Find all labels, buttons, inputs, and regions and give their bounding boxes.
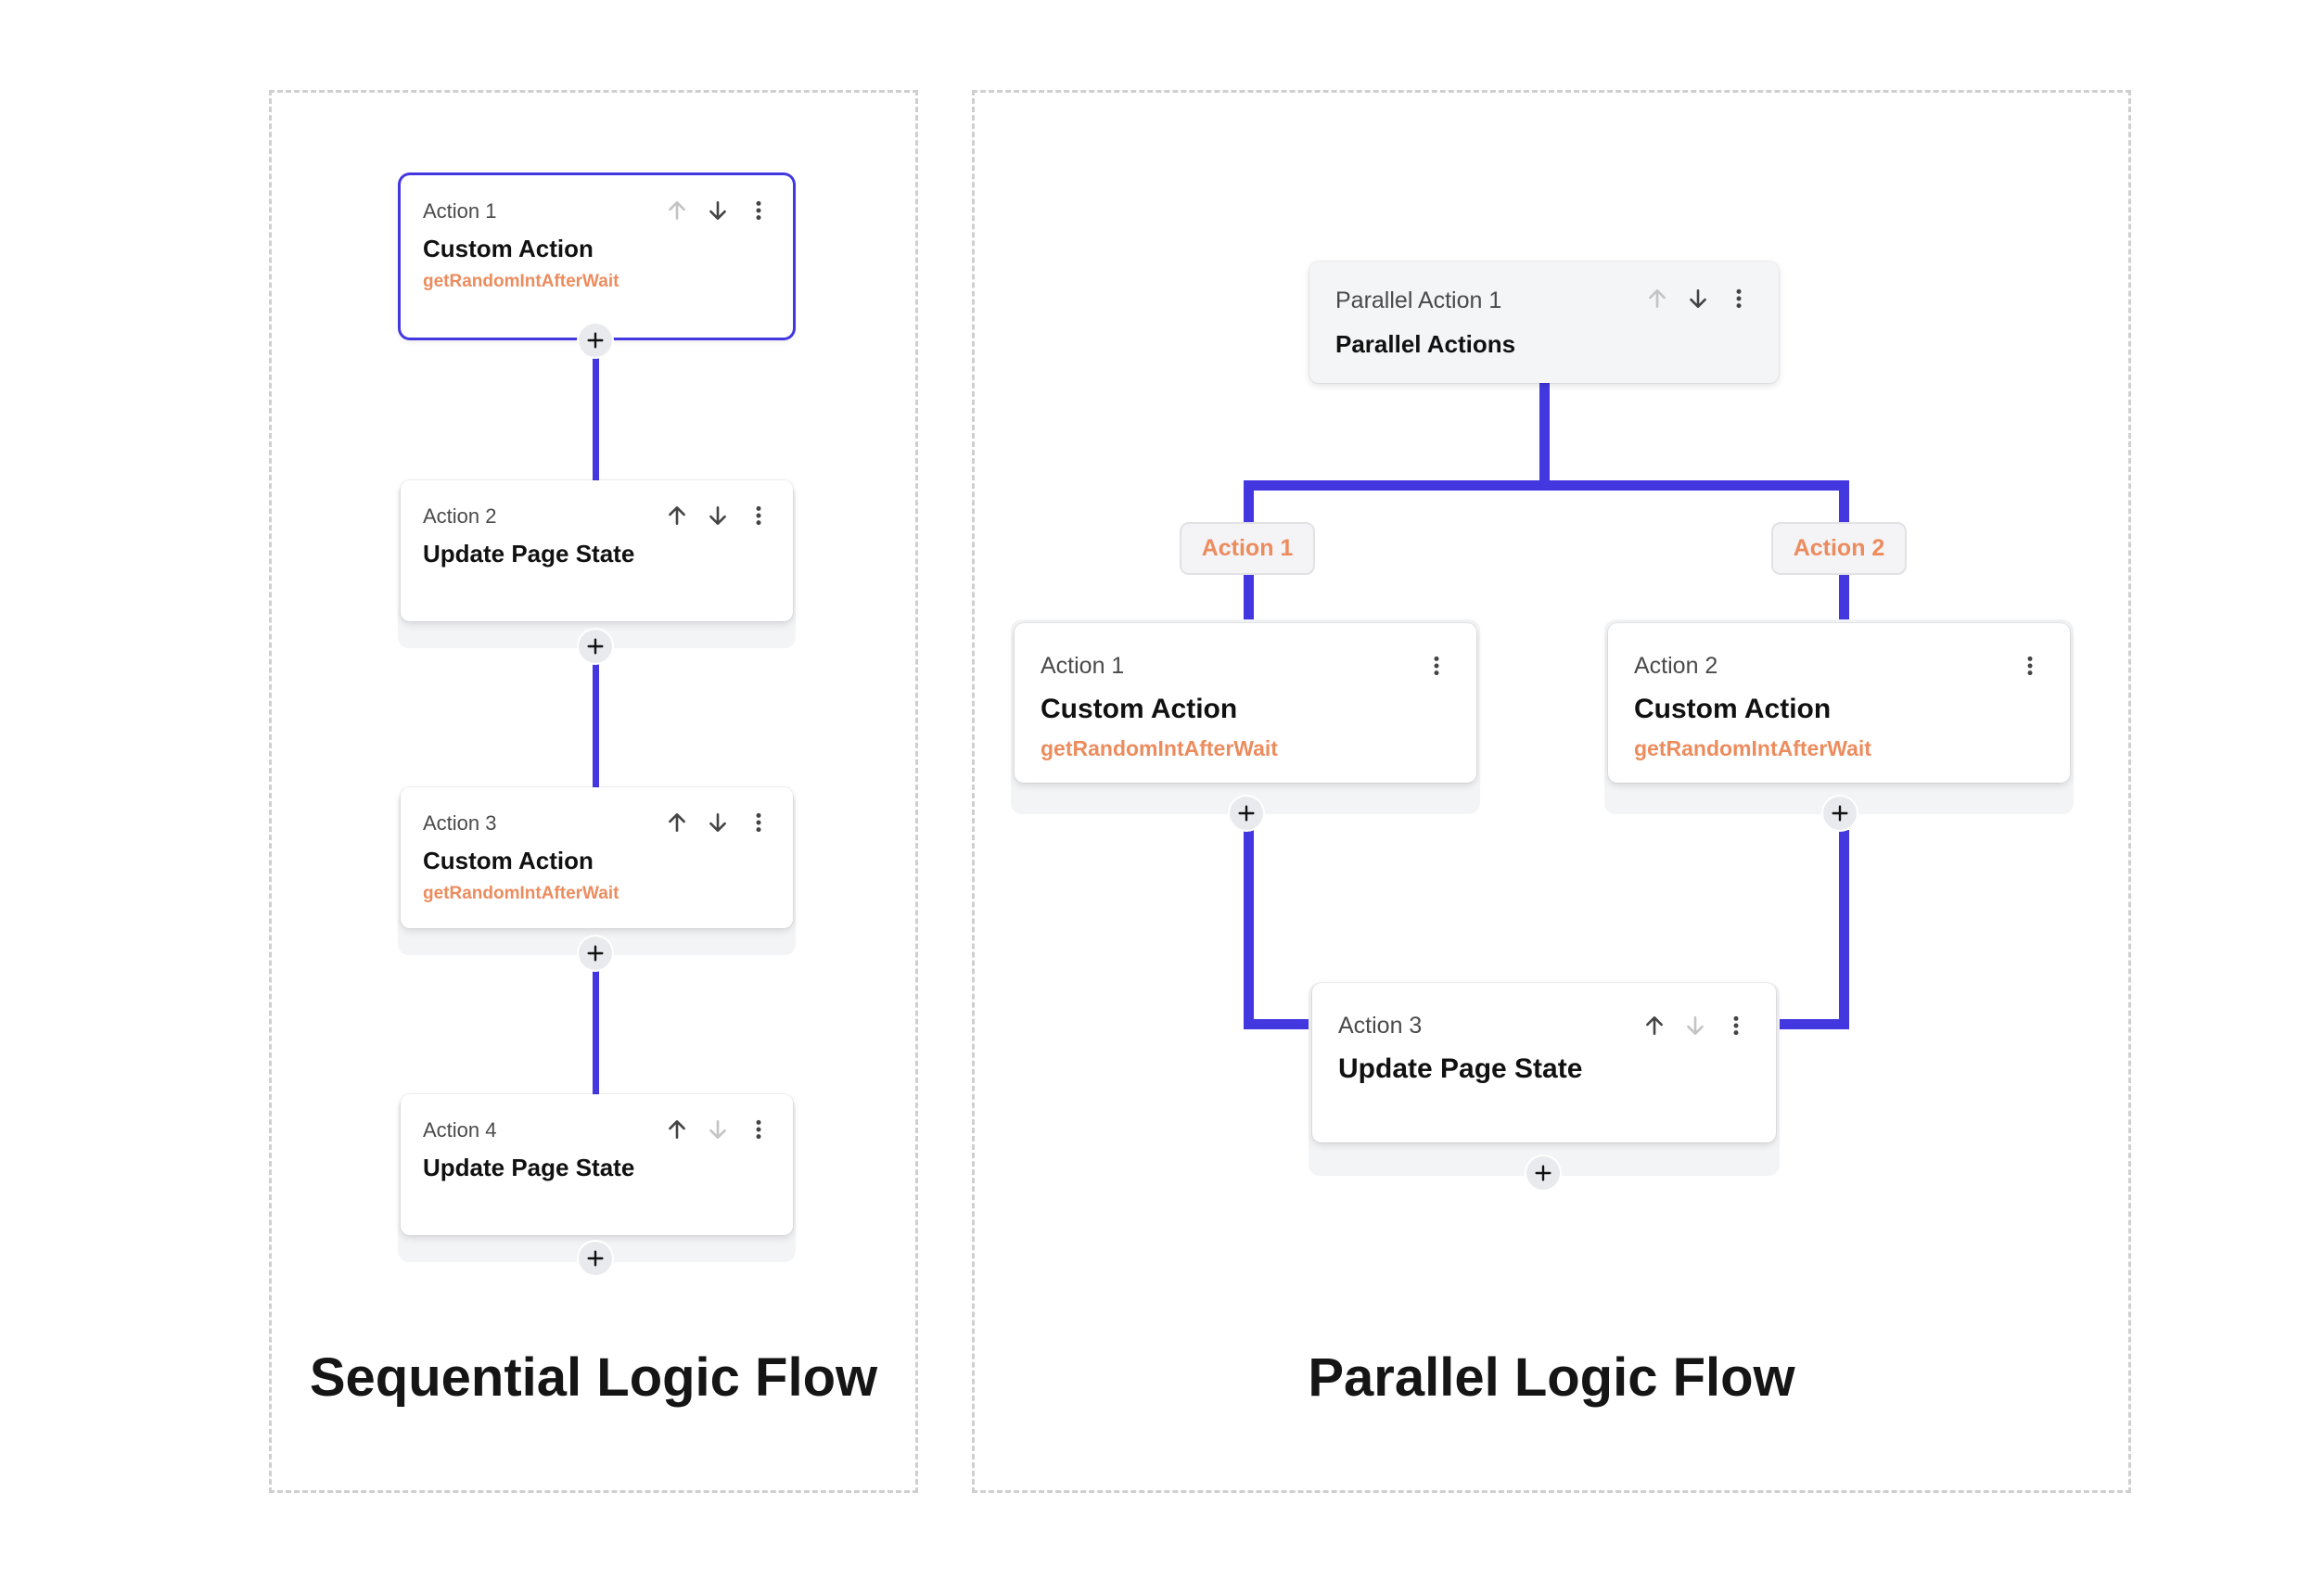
plus-icon — [585, 1248, 606, 1269]
arrow-down-icon[interactable] — [706, 503, 730, 529]
plus-icon — [1830, 803, 1850, 823]
arrow-up-icon[interactable] — [665, 1116, 689, 1142]
action-controls — [665, 198, 771, 223]
par-connector-left-down — [1244, 830, 1254, 1029]
add-action-button[interactable] — [1823, 797, 1857, 830]
par-connector-root — [1539, 383, 1550, 490]
arrow-down-icon[interactable] — [1683, 1013, 1707, 1039]
plus-icon — [1533, 1163, 1553, 1183]
join-action-card[interactable]: Action 3 Update Page State — [1312, 983, 1776, 1142]
more-vertical-icon[interactable] — [1724, 1013, 1748, 1039]
action-label: Action 3 — [423, 811, 497, 835]
action-controls — [665, 810, 771, 836]
branch-action-card-2[interactable]: Action 2 Custom Action getRandomIntAfter… — [1608, 623, 2070, 783]
arrow-down-icon[interactable] — [706, 810, 730, 836]
action-controls — [1424, 653, 1449, 679]
branch-tag-2[interactable]: Action 2 — [1771, 522, 1907, 575]
par-connector-split — [1244, 480, 1849, 491]
seq-action-card-1[interactable]: Action 1 Custom Action getRandomIntAfter… — [401, 175, 793, 338]
arrow-up-icon[interactable] — [665, 503, 689, 529]
seq-connector-1 — [593, 357, 599, 480]
add-action-button[interactable] — [1230, 797, 1263, 830]
action-label: Action 3 — [1338, 1013, 1423, 1039]
action-controls — [665, 1116, 771, 1142]
action-controls — [1645, 286, 1751, 312]
branch-action-card-1[interactable]: Action 1 Custom Action getRandomIntAfter… — [1015, 623, 1476, 783]
arrow-up-icon[interactable] — [665, 810, 689, 836]
plus-icon — [585, 943, 606, 963]
more-vertical-icon[interactable] — [2018, 653, 2042, 679]
action-title: Update Page State — [423, 540, 635, 568]
seq-action-card-4[interactable]: Action 4 Update Page State — [401, 1094, 793, 1235]
add-action-button[interactable] — [1526, 1156, 1560, 1190]
action-controls — [2018, 653, 2042, 679]
action-label: Action 2 — [423, 504, 497, 528]
action-title: Custom Action — [1041, 694, 1238, 724]
par-connector-left-in — [1244, 1019, 1316, 1029]
plus-icon — [1236, 803, 1257, 823]
more-vertical-icon[interactable] — [747, 1116, 771, 1142]
more-vertical-icon[interactable] — [1727, 286, 1751, 312]
action-title: Update Page State — [423, 1154, 635, 1181]
more-vertical-icon[interactable] — [747, 198, 771, 223]
sequential-caption: Sequential Logic Flow — [309, 1347, 878, 1408]
arrow-up-icon[interactable] — [665, 198, 689, 223]
action-controls — [665, 503, 771, 529]
branch-tag-1[interactable]: Action 1 — [1180, 522, 1315, 575]
seq-action-card-2[interactable]: Action 2 Update Page State — [401, 480, 793, 621]
action-label: Action 1 — [1041, 653, 1125, 679]
action-label: Parallel Action 1 — [1335, 287, 1502, 313]
add-action-button[interactable] — [579, 630, 612, 663]
parallel-panel — [972, 90, 2131, 1493]
add-action-button[interactable] — [579, 937, 612, 970]
arrow-down-icon[interactable] — [706, 1116, 730, 1142]
action-subtitle: getRandomIntAfterWait — [1634, 736, 1871, 760]
action-label: Action 2 — [1634, 653, 1718, 679]
action-label: Action 1 — [423, 199, 497, 223]
plus-icon — [585, 636, 606, 657]
sequential-panel — [269, 90, 918, 1493]
action-title: Update Page State — [1338, 1053, 1583, 1084]
action-controls — [1642, 1013, 1748, 1039]
seq-connector-3 — [593, 971, 599, 1094]
action-title: Custom Action — [423, 235, 594, 262]
action-subtitle: getRandomIntAfterWait — [423, 272, 619, 291]
add-action-button[interactable] — [579, 324, 612, 357]
action-title: Custom Action — [423, 847, 594, 874]
par-connector-right-down — [1839, 830, 1849, 1029]
parallel-root-card[interactable]: Parallel Action 1 Parallel Actions — [1309, 262, 1779, 383]
arrow-down-icon[interactable] — [1686, 286, 1710, 312]
add-action-button[interactable] — [579, 1242, 612, 1275]
arrow-up-icon[interactable] — [1642, 1013, 1666, 1039]
arrow-up-icon[interactable] — [1645, 286, 1669, 312]
action-subtitle: getRandomIntAfterWait — [423, 884, 619, 903]
parallel-caption: Parallel Logic Flow — [1308, 1347, 1795, 1408]
action-title: Custom Action — [1634, 694, 1832, 724]
arrow-down-icon[interactable] — [706, 198, 730, 223]
more-vertical-icon[interactable] — [1424, 653, 1449, 679]
seq-connector-2 — [593, 664, 599, 787]
plus-icon — [585, 330, 606, 351]
more-vertical-icon[interactable] — [747, 810, 771, 836]
action-label: Action 4 — [423, 1118, 497, 1142]
action-subtitle: getRandomIntAfterWait — [1041, 736, 1278, 760]
seq-action-card-3[interactable]: Action 3 Custom Action getRandomIntAfter… — [401, 787, 793, 928]
action-title: Parallel Actions — [1335, 330, 1516, 358]
par-connector-right-in — [1776, 1019, 1849, 1029]
more-vertical-icon[interactable] — [747, 503, 771, 529]
